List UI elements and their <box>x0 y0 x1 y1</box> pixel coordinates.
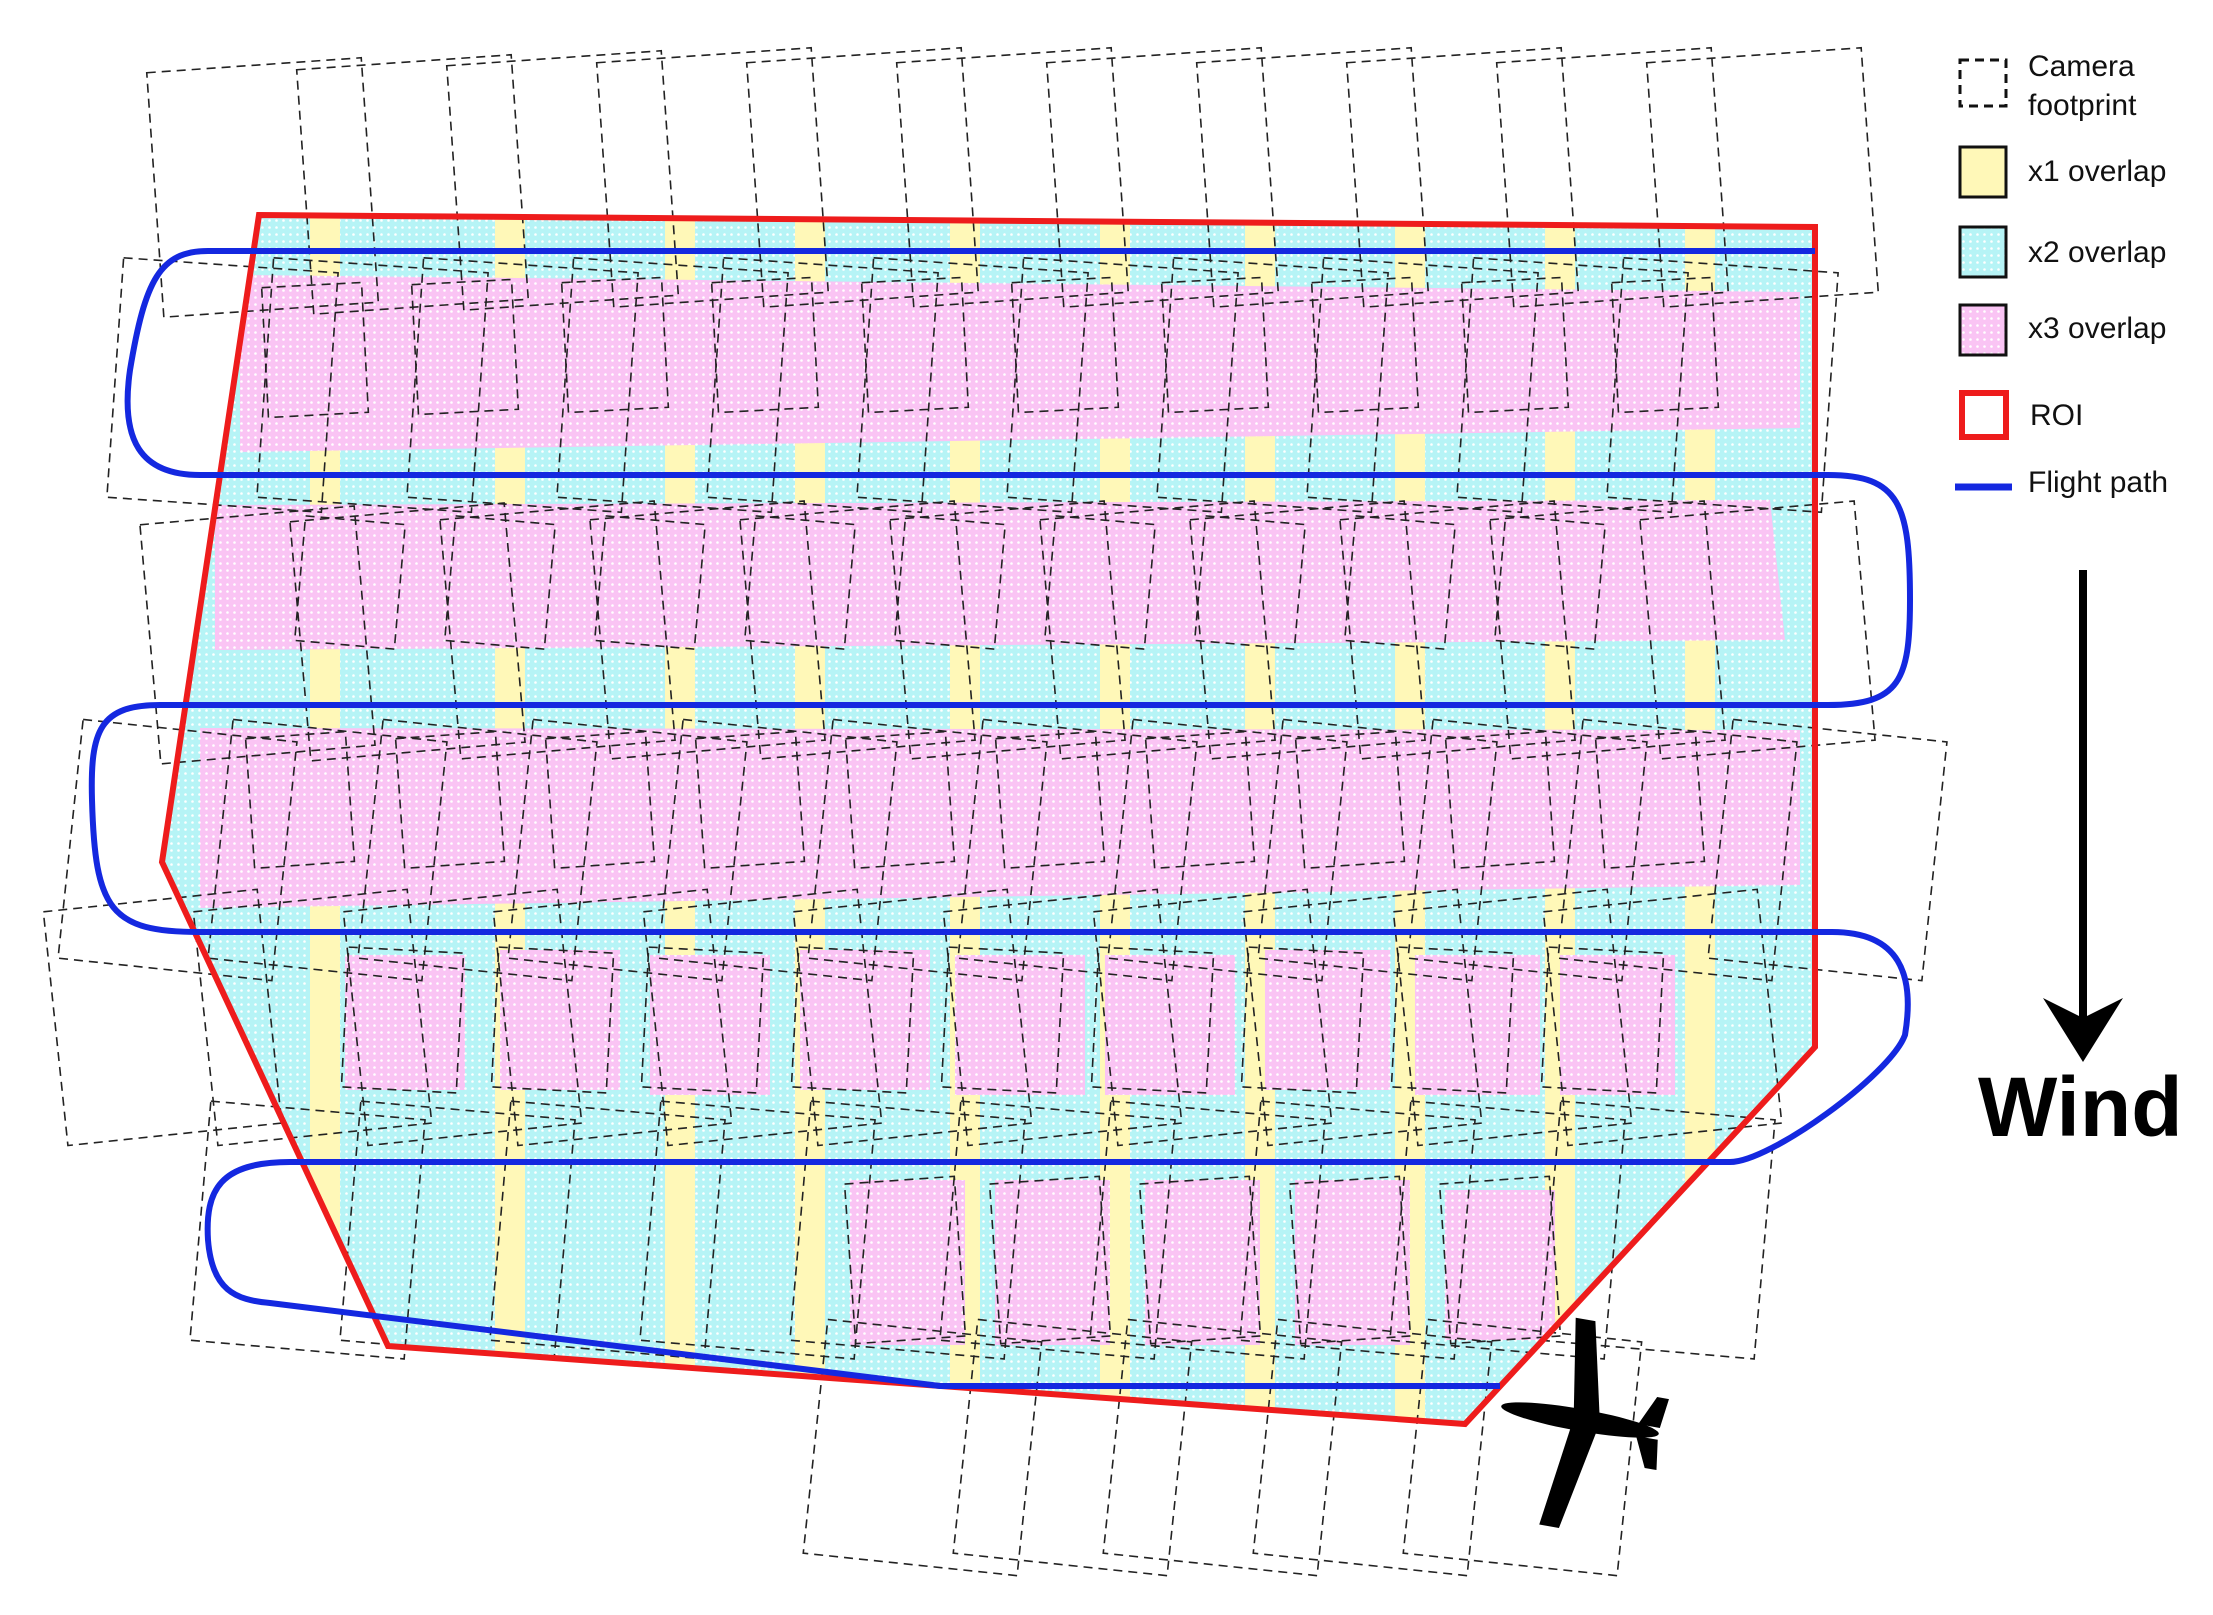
coverage-area <box>162 215 1815 1424</box>
legend-x2-overlap-swatch <box>1958 225 2008 279</box>
legend-flight-path-label: Flight path <box>2028 466 2168 499</box>
flight-path <box>88 248 1913 1389</box>
legend-x3-overlap-swatch <box>1958 303 2008 357</box>
wind-label: Wind <box>1978 1060 2183 1154</box>
legend-roi-label: ROI <box>2030 399 2083 432</box>
legend: Camera footprint x1 overlap x2 overlap x… <box>1955 50 2168 499</box>
legend-x1-overlap-swatch <box>1958 145 2008 199</box>
x3-overlap-bands <box>200 275 1800 1345</box>
airplane-icon <box>1501 1317 1669 1528</box>
legend-camera-footprint-label-line1: Camera <box>2028 50 2135 83</box>
legend-x2-overlap-label: x2 overlap <box>2028 236 2166 269</box>
legend-x1-overlap-label: x1 overlap <box>2028 155 2166 188</box>
arrow-down-icon <box>2043 570 2123 1062</box>
roi-boundary <box>158 211 1818 1428</box>
camera-footprints <box>42 46 1948 1577</box>
legend-x3-overlap-label: x3 overlap <box>2028 312 2166 345</box>
legend-camera-footprint-swatch <box>1958 58 2008 108</box>
legend-camera-footprint-label-line2: footprint <box>2028 89 2137 122</box>
legend-roi-swatch <box>1959 390 2009 440</box>
